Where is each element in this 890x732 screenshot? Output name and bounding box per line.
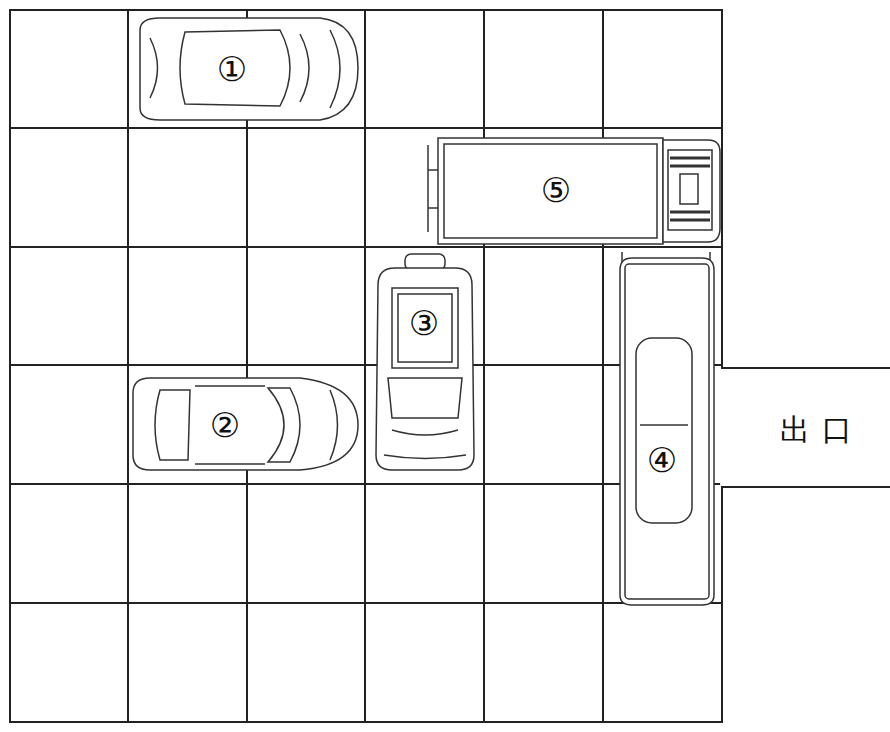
- callout-number: ③: [408, 305, 440, 341]
- grid: [10, 10, 890, 722]
- car-1: [140, 18, 358, 120]
- exit-label: 出口: [780, 415, 864, 445]
- callout-number: ④: [646, 442, 678, 478]
- car-2: [133, 378, 358, 470]
- callout-number: ⑤: [540, 172, 572, 208]
- pickup-3: [376, 254, 474, 470]
- bus-4: [620, 252, 714, 605]
- callout-number: ①: [216, 51, 248, 87]
- callout-number: ②: [209, 407, 241, 443]
- truck-5: [428, 138, 720, 244]
